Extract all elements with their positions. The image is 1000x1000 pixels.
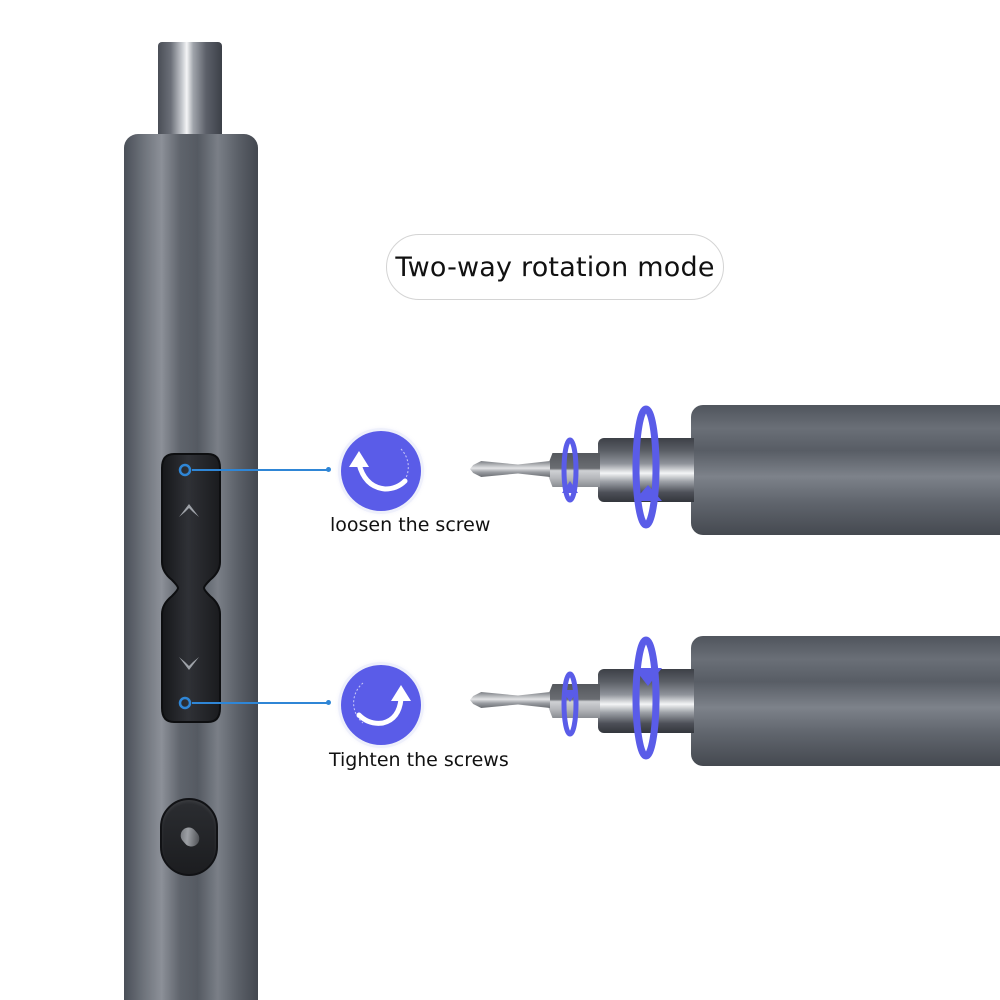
loosen-mode-badge <box>341 431 421 511</box>
power-button[interactable] <box>160 798 218 876</box>
loosen-label: loosen the screw <box>330 514 491 536</box>
bit-hex-shank <box>546 453 600 487</box>
driver-collar <box>598 669 694 733</box>
phillips-bit-tip <box>470 461 550 477</box>
button-pad-shape <box>161 453 221 723</box>
callout-line-loosen <box>192 469 328 471</box>
bit-hex-shank <box>546 684 600 718</box>
loosen-driver-illustration <box>470 397 1000 537</box>
driver-body <box>691 405 1000 535</box>
screwdriver-top-shaft <box>158 42 222 138</box>
callout-dot-tighten <box>326 700 331 705</box>
callout-dot-loosen <box>326 467 331 472</box>
chevron-down-icon <box>179 657 199 670</box>
tighten-mode-badge <box>341 665 421 745</box>
rotate-ccw-arrow-icon <box>349 448 409 492</box>
driver-collar <box>598 438 694 502</box>
callout-line-tighten <box>192 702 328 704</box>
phillips-bit-tip <box>470 692 550 708</box>
driver-body <box>691 636 1000 766</box>
power-button-icon <box>177 824 203 850</box>
rotate-cw-arrow-icon <box>353 682 411 726</box>
chevron-up-icon <box>179 504 199 517</box>
tighten-driver-illustration <box>470 628 1000 768</box>
direction-button-pad[interactable] <box>160 452 222 724</box>
page-title: Two-way rotation mode <box>386 234 724 300</box>
tighten-label: Tighten the screws <box>329 749 509 771</box>
